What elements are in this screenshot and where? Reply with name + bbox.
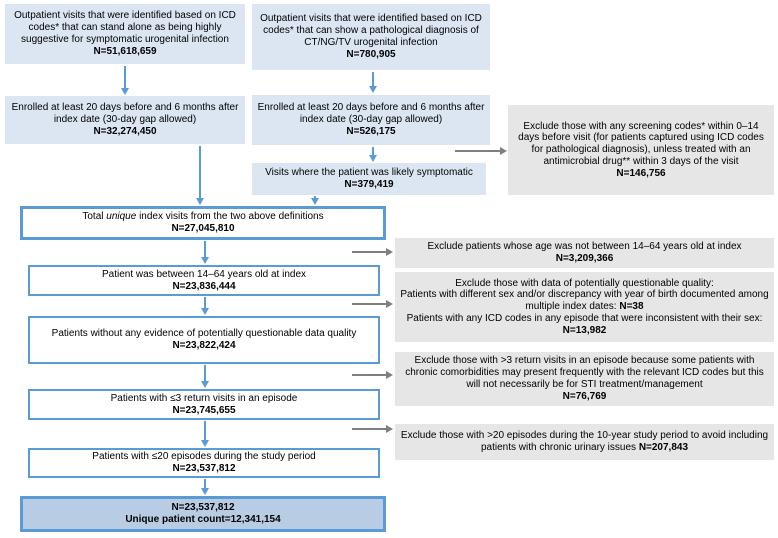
box-text-part: Total <box>82 211 107 223</box>
box-exclude-over-3-return-visits: Exclude those with >3 return visits in a… <box>395 352 774 406</box>
box-text: Patient was between 14–64 years old at i… <box>101 268 307 280</box>
box-n-value: N=23,745,655 <box>172 404 236 416</box>
box-n-value: N=23,822,424 <box>172 340 236 351</box>
box-enrolled-left: Enrolled at least 20 days before and 6 m… <box>5 96 245 144</box>
box-text: Exclude patients whose age was not betwe… <box>427 241 742 253</box>
box-text: Exclude those with any screening codes* … <box>518 120 764 167</box>
box-age-14-64: Patient was between 14–64 years old at i… <box>28 265 380 296</box>
box-exclude-age: Exclude patients whose age was not betwe… <box>395 238 774 268</box>
box-text: Exclude those with >3 return visits in a… <box>405 355 764 390</box>
box-no-questionable-data-quality: Patients without any evidence of potenti… <box>28 316 380 364</box>
box-exclude-screening-codes: Exclude those with any screening codes* … <box>508 105 774 195</box>
arrow-standalone-to-enrolled <box>121 66 129 95</box>
box-n-value: N=526,175 <box>346 125 396 137</box>
arrow-to-exclude-returns <box>352 371 393 379</box>
box-text: Enrolled at least 20 days before and 6 m… <box>11 102 239 126</box>
box-text-part: Patients with any ICD codes in any episo… <box>406 312 763 324</box>
arrow-to-exclude-episodes <box>352 425 393 433</box>
box-n-value: N=23,537,812 <box>172 463 236 474</box>
box-text-italic: unique <box>106 211 137 223</box>
arrow-total-to-age <box>201 241 209 264</box>
box-unique-patient-count: Unique patient count=12,341,154 <box>125 514 281 525</box>
box-n-value: N=51,618,659 <box>93 45 157 57</box>
box-n-value: N=76,769 <box>562 390 607 402</box>
box-text: Patients with ≤20 episodes during the st… <box>92 451 316 463</box>
box-n-value: N=146,756 <box>616 167 666 179</box>
box-n-value: N=23,836,444 <box>172 280 236 292</box>
box-text: Outpatient visits that were identified b… <box>14 10 236 45</box>
box-text: Patients without any evidence of potenti… <box>51 328 357 340</box>
box-final-cohort: N=23,537,812 Unique patient count=12,341… <box>20 496 386 532</box>
arrow-to-exclude-age <box>352 248 393 256</box>
arrow-age-to-quality <box>201 297 209 315</box>
box-text-part: Patients with different sex and/or discr… <box>400 289 769 313</box>
box-text: Enrolled at least 20 days before and 6 m… <box>257 102 485 126</box>
box-total-unique-index-visits: Total unique index visits from the two a… <box>20 206 386 240</box>
box-text: Visits where the patient was likely symp… <box>265 167 473 179</box>
box-max-3-return-visits: Patients with ≤3 return visits in an epi… <box>28 389 380 420</box>
box-n-value: N=13,982 <box>562 324 607 336</box>
arrow-enrolled-to-symptomatic <box>369 147 377 162</box>
box-exclude-questionable-quality: Exclude those with data of potentially q… <box>395 272 774 342</box>
box-n-value: N=3,209,366 <box>555 253 614 264</box>
box-text-header: Exclude those with data of potentially q… <box>455 277 714 289</box>
box-text: Outpatient visits that were identified b… <box>260 13 482 48</box>
box-standalone-icd-definition: Outpatient visits that were identified b… <box>5 4 245 64</box>
box-enrolled-right: Enrolled at least 20 days before and 6 m… <box>252 95 490 145</box>
box-n-value: N=27,045,810 <box>171 223 235 234</box>
box-max-20-episodes: Patients with ≤20 episodes during the st… <box>28 448 380 478</box>
arrow-to-exclude-screening <box>455 147 507 155</box>
box-n-value: N=23,537,812 <box>171 502 235 514</box>
arrow-symptomatic-to-total <box>311 196 319 205</box>
box-pathological-icd-definition: Outpatient visits that were identified b… <box>252 4 490 70</box>
arrow-episodes-to-final <box>201 479 209 495</box>
arrow-enrolled-left-to-total <box>196 146 204 205</box>
box-text-part: index visits from the two above definiti… <box>136 211 324 223</box>
box-n-value: N=780,905 <box>346 48 396 60</box>
arrow-returns-to-episodes <box>201 421 209 447</box>
box-likely-symptomatic: Visits where the patient was likely symp… <box>252 163 486 195</box>
box-text: Total unique index visits from the two a… <box>27 211 379 223</box>
box-text: Exclude those with >20 episodes during t… <box>399 430 770 454</box>
box-exclude-over-20-episodes: Exclude those with >20 episodes during t… <box>395 424 774 460</box>
box-text-part: Exclude those with >20 episodes during t… <box>400 430 769 453</box>
box-n-value: N=207,843 <box>638 442 689 453</box>
box-n-value: N=38 <box>619 301 644 313</box>
arrow-quality-to-returns <box>201 365 209 388</box>
arrow-pathological-to-enrolled <box>369 72 377 93</box>
arrow-to-exclude-quality <box>352 300 393 308</box>
box-text: Patients with different sex and/or discr… <box>399 289 770 313</box>
box-text: Patients with ≤3 return visits in an epi… <box>110 392 298 404</box>
box-text: Patients with any ICD codes in any episo… <box>399 313 770 337</box>
box-n-value: N=32,274,450 <box>93 125 157 137</box>
box-n-value: N=379,419 <box>344 179 394 190</box>
